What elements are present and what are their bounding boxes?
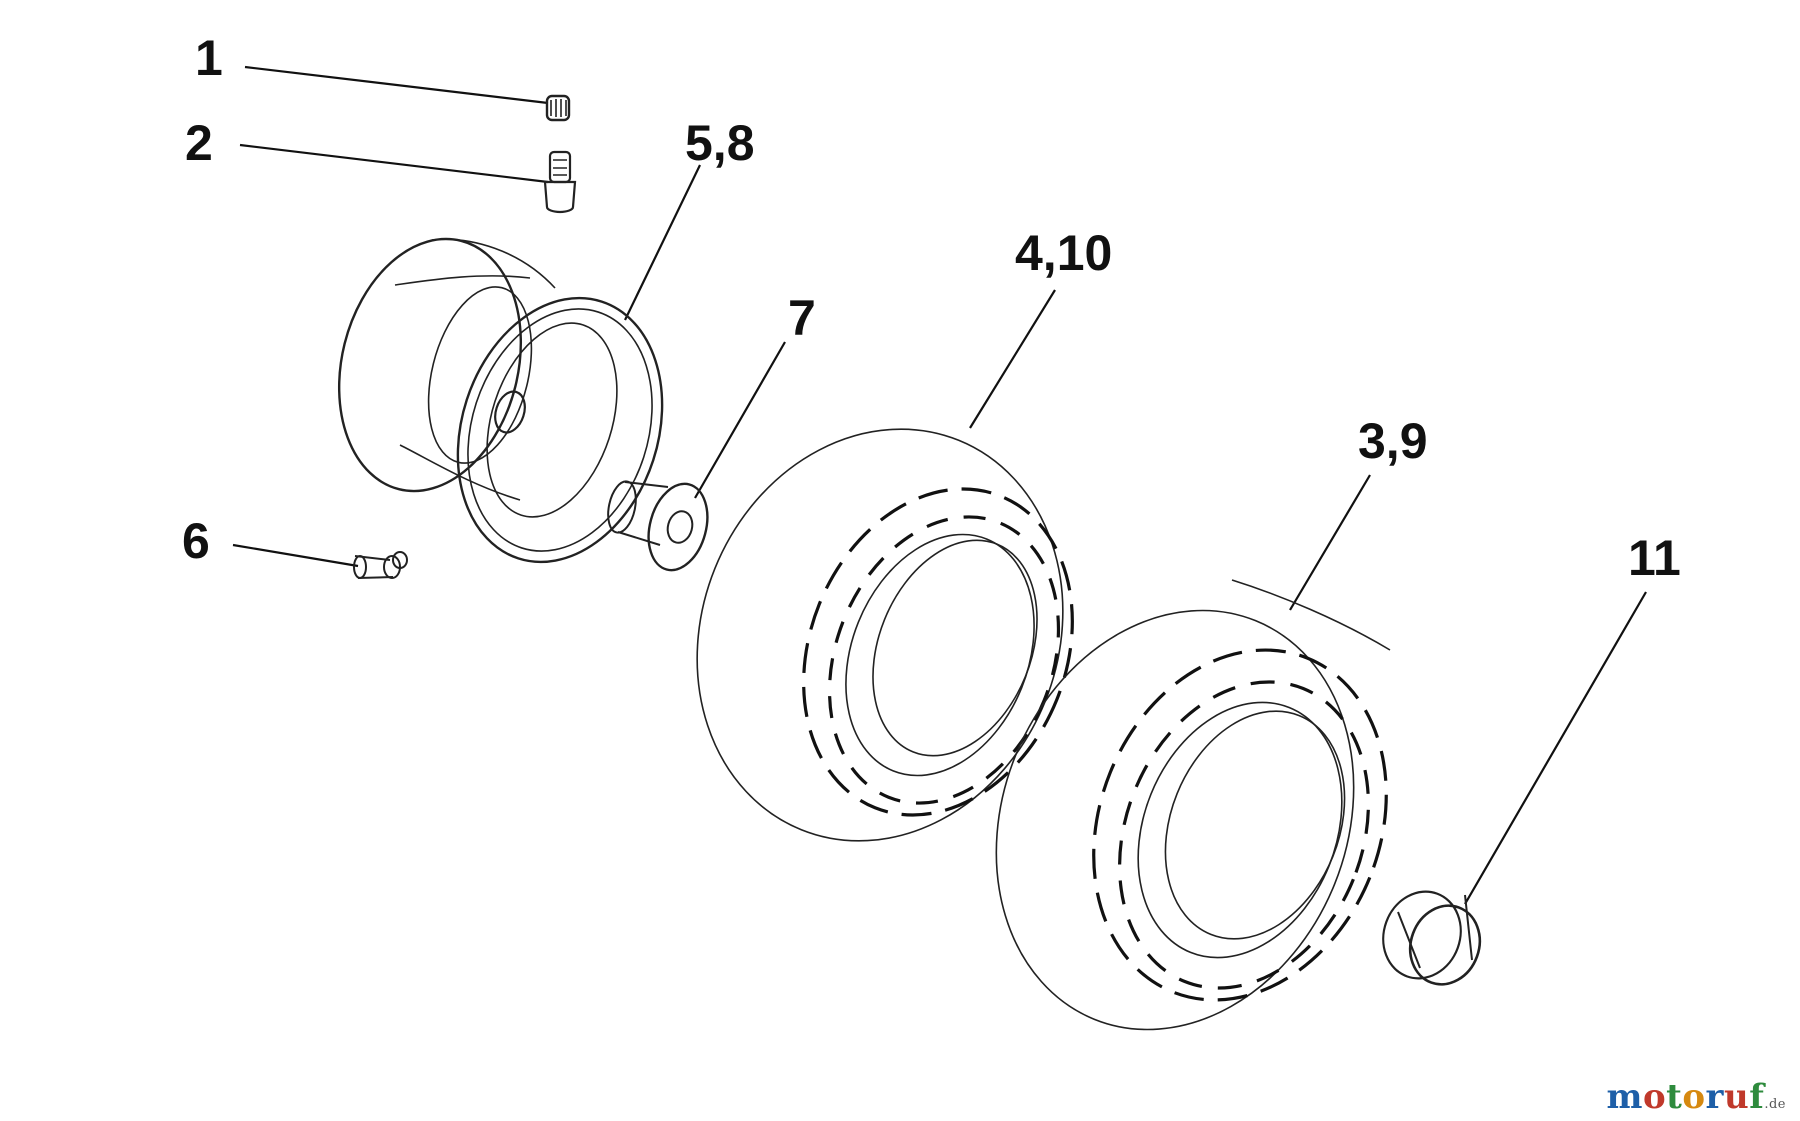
- callout-11: 11: [1628, 530, 1681, 586]
- callout-1: 1: [195, 30, 223, 86]
- callout-5-8: 5,8: [685, 115, 755, 171]
- leader-line-3-9: [1289, 474, 1371, 611]
- watermark-suffix: .de: [1764, 1097, 1786, 1112]
- leader-line-2: [239, 143, 549, 184]
- watermark-letter: o: [1642, 1077, 1667, 1117]
- tire-tread-part: [995, 579, 1391, 1031]
- callout-4-10: 4,10: [1015, 225, 1112, 281]
- valve-stem-part: [543, 150, 577, 214]
- watermark-letter: o: [1682, 1077, 1706, 1117]
- leader-lines: [232, 65, 1647, 905]
- wheel-rim-part: [337, 237, 664, 564]
- tire-part: [696, 428, 1074, 842]
- leader-line-1: [244, 65, 549, 105]
- valve-cap-part: [545, 94, 571, 122]
- watermark-letter: u: [1723, 1077, 1750, 1117]
- watermark-letter: f: [1749, 1077, 1765, 1117]
- grease-fitting-part: [353, 551, 408, 579]
- hub-cap-part: [1382, 890, 1482, 986]
- leader-line-11: [1464, 591, 1647, 905]
- leader-line-5-8: [624, 164, 701, 321]
- leader-line-7: [694, 341, 786, 499]
- bushing-part: [607, 480, 709, 572]
- leader-line-4-10: [969, 289, 1056, 429]
- callout-6: 6: [182, 513, 210, 569]
- callout-7: 7: [788, 290, 816, 346]
- watermark-letter: r: [1705, 1077, 1724, 1117]
- callout-2: 2: [185, 115, 213, 171]
- watermark-letter: t: [1666, 1077, 1683, 1117]
- site-watermark: motoruf.de: [1606, 1077, 1786, 1117]
- leader-line-6: [232, 543, 359, 568]
- callout-3-9: 3,9: [1358, 413, 1428, 469]
- watermark-letter: m: [1606, 1077, 1643, 1117]
